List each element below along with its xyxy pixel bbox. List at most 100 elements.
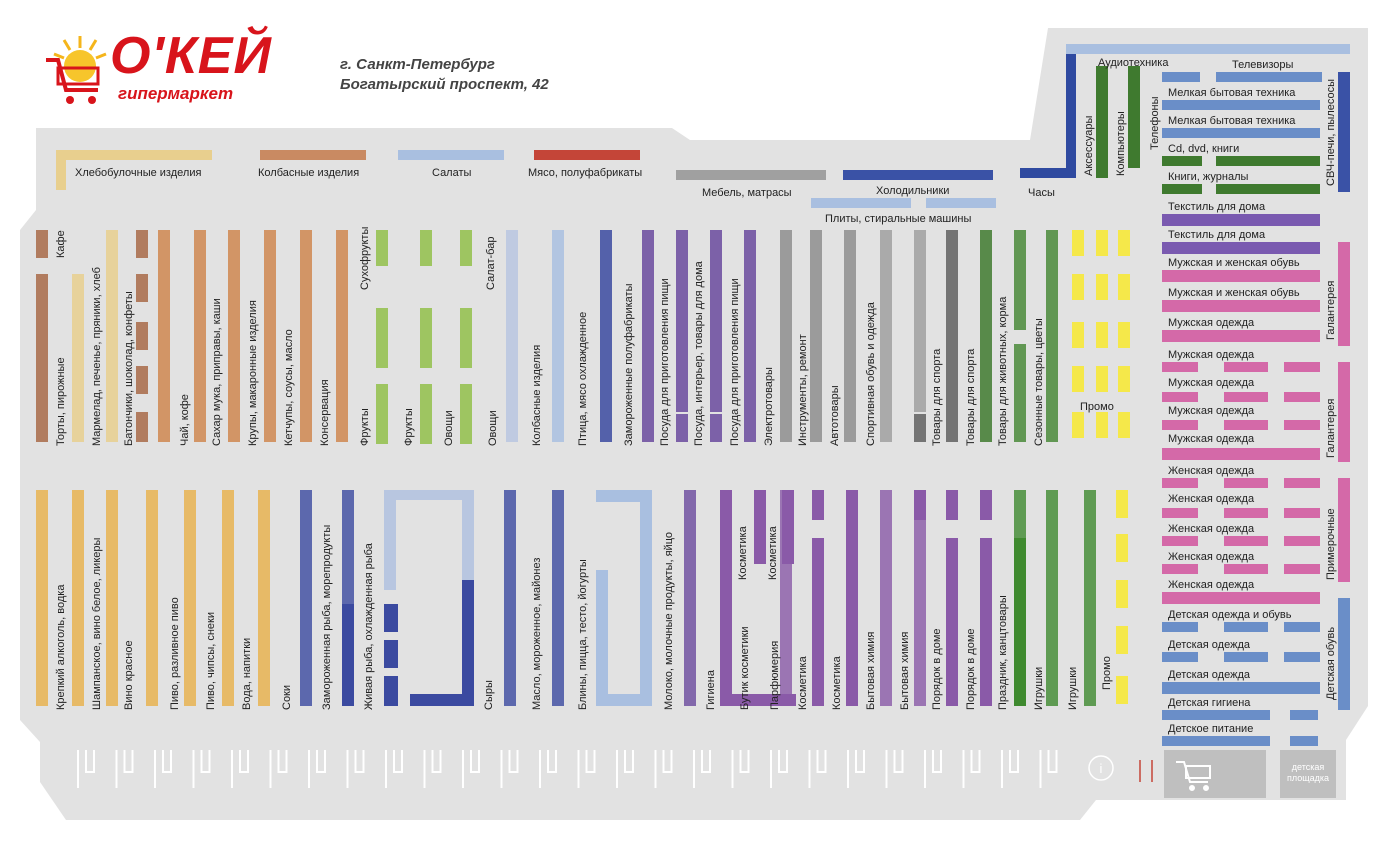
- upper-aisle-label: Фрукты: [403, 408, 415, 446]
- upper-shelf: [264, 230, 276, 442]
- shelf: [1284, 392, 1320, 402]
- checkout-lane: [770, 750, 788, 788]
- pancake-frame: [640, 490, 652, 706]
- shelf: [1224, 652, 1268, 662]
- upper-shelf: [376, 308, 388, 368]
- upper-aisle-label: Сезонные товары, цветы: [1033, 318, 1045, 446]
- upper-shelf: [1014, 344, 1026, 442]
- upper-shelf: [506, 230, 518, 442]
- kids-area-label-1: детская: [1292, 762, 1325, 772]
- top-label-fridges: Холодильники: [876, 185, 949, 197]
- bakery-counter-side: [56, 150, 66, 190]
- shelf: [1162, 392, 1198, 402]
- shelf: [754, 490, 766, 564]
- info-icon[interactable]: [1088, 755, 1114, 781]
- checkout-lane: [616, 750, 634, 788]
- checkout-lane: [192, 750, 211, 788]
- shelf: [1162, 652, 1198, 662]
- right-label: Галантерея: [1325, 281, 1337, 340]
- checkout-lane: [77, 750, 95, 788]
- right-label: Мужская и женская обувь: [1168, 287, 1300, 299]
- shelf: [946, 490, 958, 520]
- promo-cube: [1116, 534, 1128, 562]
- shelf: [1162, 72, 1200, 82]
- kids-shoes: [1338, 598, 1350, 710]
- lower-shelf: [258, 490, 270, 706]
- right-label: Аудиотехника: [1098, 57, 1169, 69]
- upper-shelf: [744, 230, 756, 442]
- right-label: Детская гигиена: [1168, 697, 1251, 709]
- clocks-wall: [1066, 52, 1076, 178]
- pancake-frame: [596, 570, 608, 706]
- upper-shelf: [420, 230, 432, 266]
- shelf: [1224, 564, 1268, 574]
- top-label-bakery: Хлебобулочные изделия: [75, 167, 201, 179]
- haberdashery-1: [1338, 242, 1350, 346]
- lower-shelf: [1084, 490, 1096, 706]
- right-label: Детская одежда: [1168, 639, 1251, 651]
- shelf: [1284, 478, 1320, 488]
- upper-aisle-label: Торты, пирожные: [55, 357, 67, 446]
- right-label: СВЧ-печи, пылесосы: [1325, 79, 1337, 186]
- shelf: [980, 490, 992, 520]
- checkout-lane: [500, 750, 519, 788]
- shelf: [1162, 300, 1320, 312]
- right-label: Детская одежда: [1168, 669, 1251, 681]
- upper-shelf: [420, 308, 432, 368]
- shelf: [1162, 622, 1198, 632]
- shelf: [1284, 622, 1320, 632]
- top-label-stoves: Плиты, стиральные машины: [825, 213, 971, 225]
- lower-aisle-label: Косметика: [831, 655, 843, 710]
- cosmetics-boutique: [720, 490, 732, 706]
- accessories-shelf: [1096, 66, 1108, 178]
- promo-cube: [1072, 322, 1084, 348]
- right-label: Мужская и женская обувь: [1168, 257, 1300, 269]
- upper-shelf: [376, 230, 388, 266]
- right-label: Детское питание: [1168, 723, 1253, 735]
- right-label: Женская одежда: [1168, 465, 1255, 477]
- sausage-counter: [260, 150, 366, 160]
- upper-shelf: [710, 414, 722, 442]
- checkout-lane: [577, 750, 596, 788]
- right-wing-top-wall: [1066, 44, 1350, 54]
- promo-cube: [1116, 490, 1128, 518]
- promo-cube: [1116, 626, 1128, 654]
- shelf: [1162, 592, 1320, 604]
- upper-aisle-label: Крупы, макаронные изделия: [247, 300, 259, 446]
- upper-shelf: [136, 366, 148, 394]
- brand-name: О'КЕЙ: [110, 27, 272, 85]
- entrance-arrows: [1139, 760, 1153, 782]
- bakery-counter: [56, 150, 212, 160]
- shelf: [1162, 710, 1270, 720]
- lower-aisle-label: Молоко, молочные продукты, яйцо: [663, 532, 675, 710]
- upper-aisle-label: Сахар мука, приправы, каши: [211, 298, 223, 446]
- upper-shelf: [336, 230, 348, 442]
- upper-shelf: [36, 230, 48, 258]
- checkout-lane: [1039, 750, 1058, 788]
- cheese-frame: [384, 490, 474, 500]
- promo-cube: [1118, 366, 1130, 392]
- lower-aisle-label: Косметика: [737, 525, 749, 580]
- lower-shelf: [684, 490, 696, 706]
- shelf: [1224, 536, 1268, 546]
- right-label: Мужская одежда: [1168, 377, 1255, 389]
- right-label: Текстиль для дома: [1168, 201, 1266, 213]
- checkout-lane: [346, 750, 365, 788]
- shelf: [1162, 214, 1320, 226]
- lower-aisle-label: Масло, мороженное, майонез: [531, 558, 543, 710]
- checkout-lane: [731, 750, 750, 788]
- lower-shelf: [184, 490, 196, 706]
- okey-logo: [40, 30, 280, 110]
- upper-shelf: [460, 384, 472, 444]
- upper-aisle-label: Сухофрукты: [359, 227, 371, 290]
- lower-aisle-label: Бытовая химия: [899, 632, 911, 710]
- upper-aisle-label: Товары для спорта: [931, 348, 943, 446]
- shelf: [1284, 564, 1320, 574]
- shelf: [1162, 478, 1198, 488]
- upper-shelf: [676, 230, 688, 412]
- upper-shelf: [1046, 230, 1058, 442]
- lower-aisle-label: Вода, напитки: [241, 638, 253, 710]
- lower-shelf: [106, 490, 118, 706]
- checkout-lane: [231, 750, 249, 788]
- shelf: [1162, 420, 1198, 430]
